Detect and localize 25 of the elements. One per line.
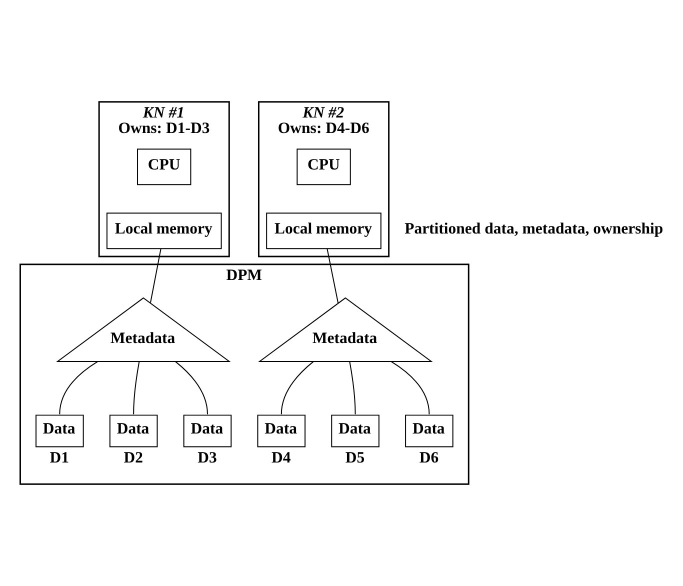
node-box: Local memory — [106, 212, 222, 250]
connector — [349, 361, 356, 415]
node-box: Data — [405, 414, 454, 448]
connector — [133, 361, 140, 415]
node-label: D2 — [124, 449, 143, 466]
connector — [59, 361, 98, 415]
node-box: Data — [183, 414, 232, 448]
node-label: D3 — [198, 449, 217, 466]
node-label: D6 — [419, 449, 439, 466]
node-label: D5 — [345, 449, 365, 466]
node-box: Data — [36, 414, 84, 448]
connector — [150, 248, 162, 304]
node-box: Data — [109, 414, 158, 448]
node-box: Data — [331, 414, 380, 448]
node-label: D1 — [50, 449, 70, 466]
connector — [280, 361, 314, 415]
connector — [326, 248, 339, 304]
node-box: Data — [257, 414, 306, 448]
node-box: Local memory — [266, 212, 382, 250]
connector — [174, 361, 208, 415]
node-box: CPU — [296, 148, 351, 186]
connector — [390, 361, 430, 415]
node-box: CPU — [137, 148, 192, 186]
node-label: D4 — [272, 449, 291, 466]
label: Partitioned data, metadata, ownership — [404, 220, 664, 238]
